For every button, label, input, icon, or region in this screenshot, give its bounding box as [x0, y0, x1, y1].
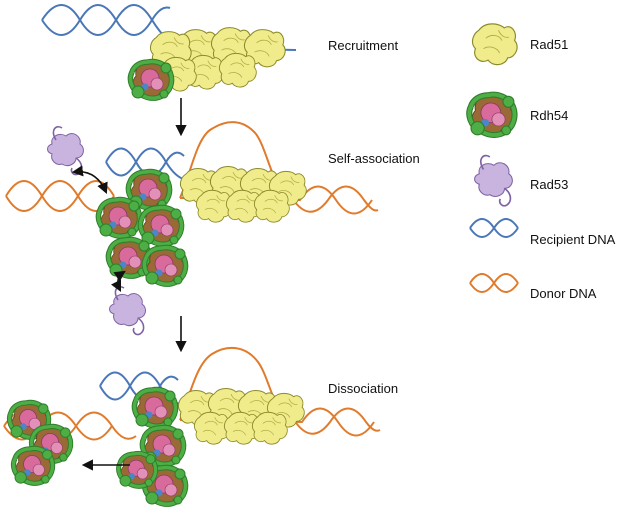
recipient-dna-icon — [469, 218, 519, 238]
legend-label-rdh54: Rdh54 — [530, 108, 568, 123]
donor-dna-icon — [469, 273, 519, 293]
stage-label-recruitment: Recruitment — [328, 38, 398, 53]
legend-item-recipient-dna: Recipient DNA — [469, 218, 616, 247]
binding-arrow-bottom — [110, 270, 126, 293]
stage-self-association: Self-association — [5, 121, 420, 336]
legend-item-donor-dna: Donor DNA — [469, 273, 597, 301]
rad51-filament-2 — [179, 166, 307, 223]
rdh54-complex — [130, 61, 171, 98]
legend-item-rdh54: Rdh54 — [469, 95, 568, 135]
stage-recruitment: Recruitment — [41, 4, 398, 98]
legend-item-rad51: Rad51 — [471, 23, 568, 66]
stage-label-self-association: Self-association — [328, 151, 420, 166]
legend-label-rad53: Rad53 — [530, 177, 568, 192]
rdh54-cluster — [98, 171, 185, 284]
binding-arrow-top — [71, 165, 108, 195]
rad53-icon — [473, 154, 514, 207]
rad51-icon — [471, 23, 518, 66]
stage-dissociation: Dissociation — [3, 346, 398, 504]
rad53-protein-bottom — [108, 285, 147, 336]
legend-label-rad51: Rad51 — [530, 37, 568, 52]
legend: Rad51 Rdh54 Rad53 Recipient DNA Donor DN… — [469, 23, 616, 301]
legend-label-recipient-dna: Recipient DNA — [530, 232, 616, 247]
legend-label-donor-dna: Donor DNA — [530, 286, 597, 301]
rdh54-cluster-3 — [119, 389, 186, 504]
rad51-filament-3 — [177, 388, 305, 445]
stage-label-dissociation: Dissociation — [328, 381, 398, 396]
rdh54-icon — [469, 95, 514, 135]
rad53-protein-top — [46, 125, 85, 176]
released-rdh54-cluster — [10, 402, 71, 483]
legend-item-rad53: Rad53 — [473, 154, 568, 207]
